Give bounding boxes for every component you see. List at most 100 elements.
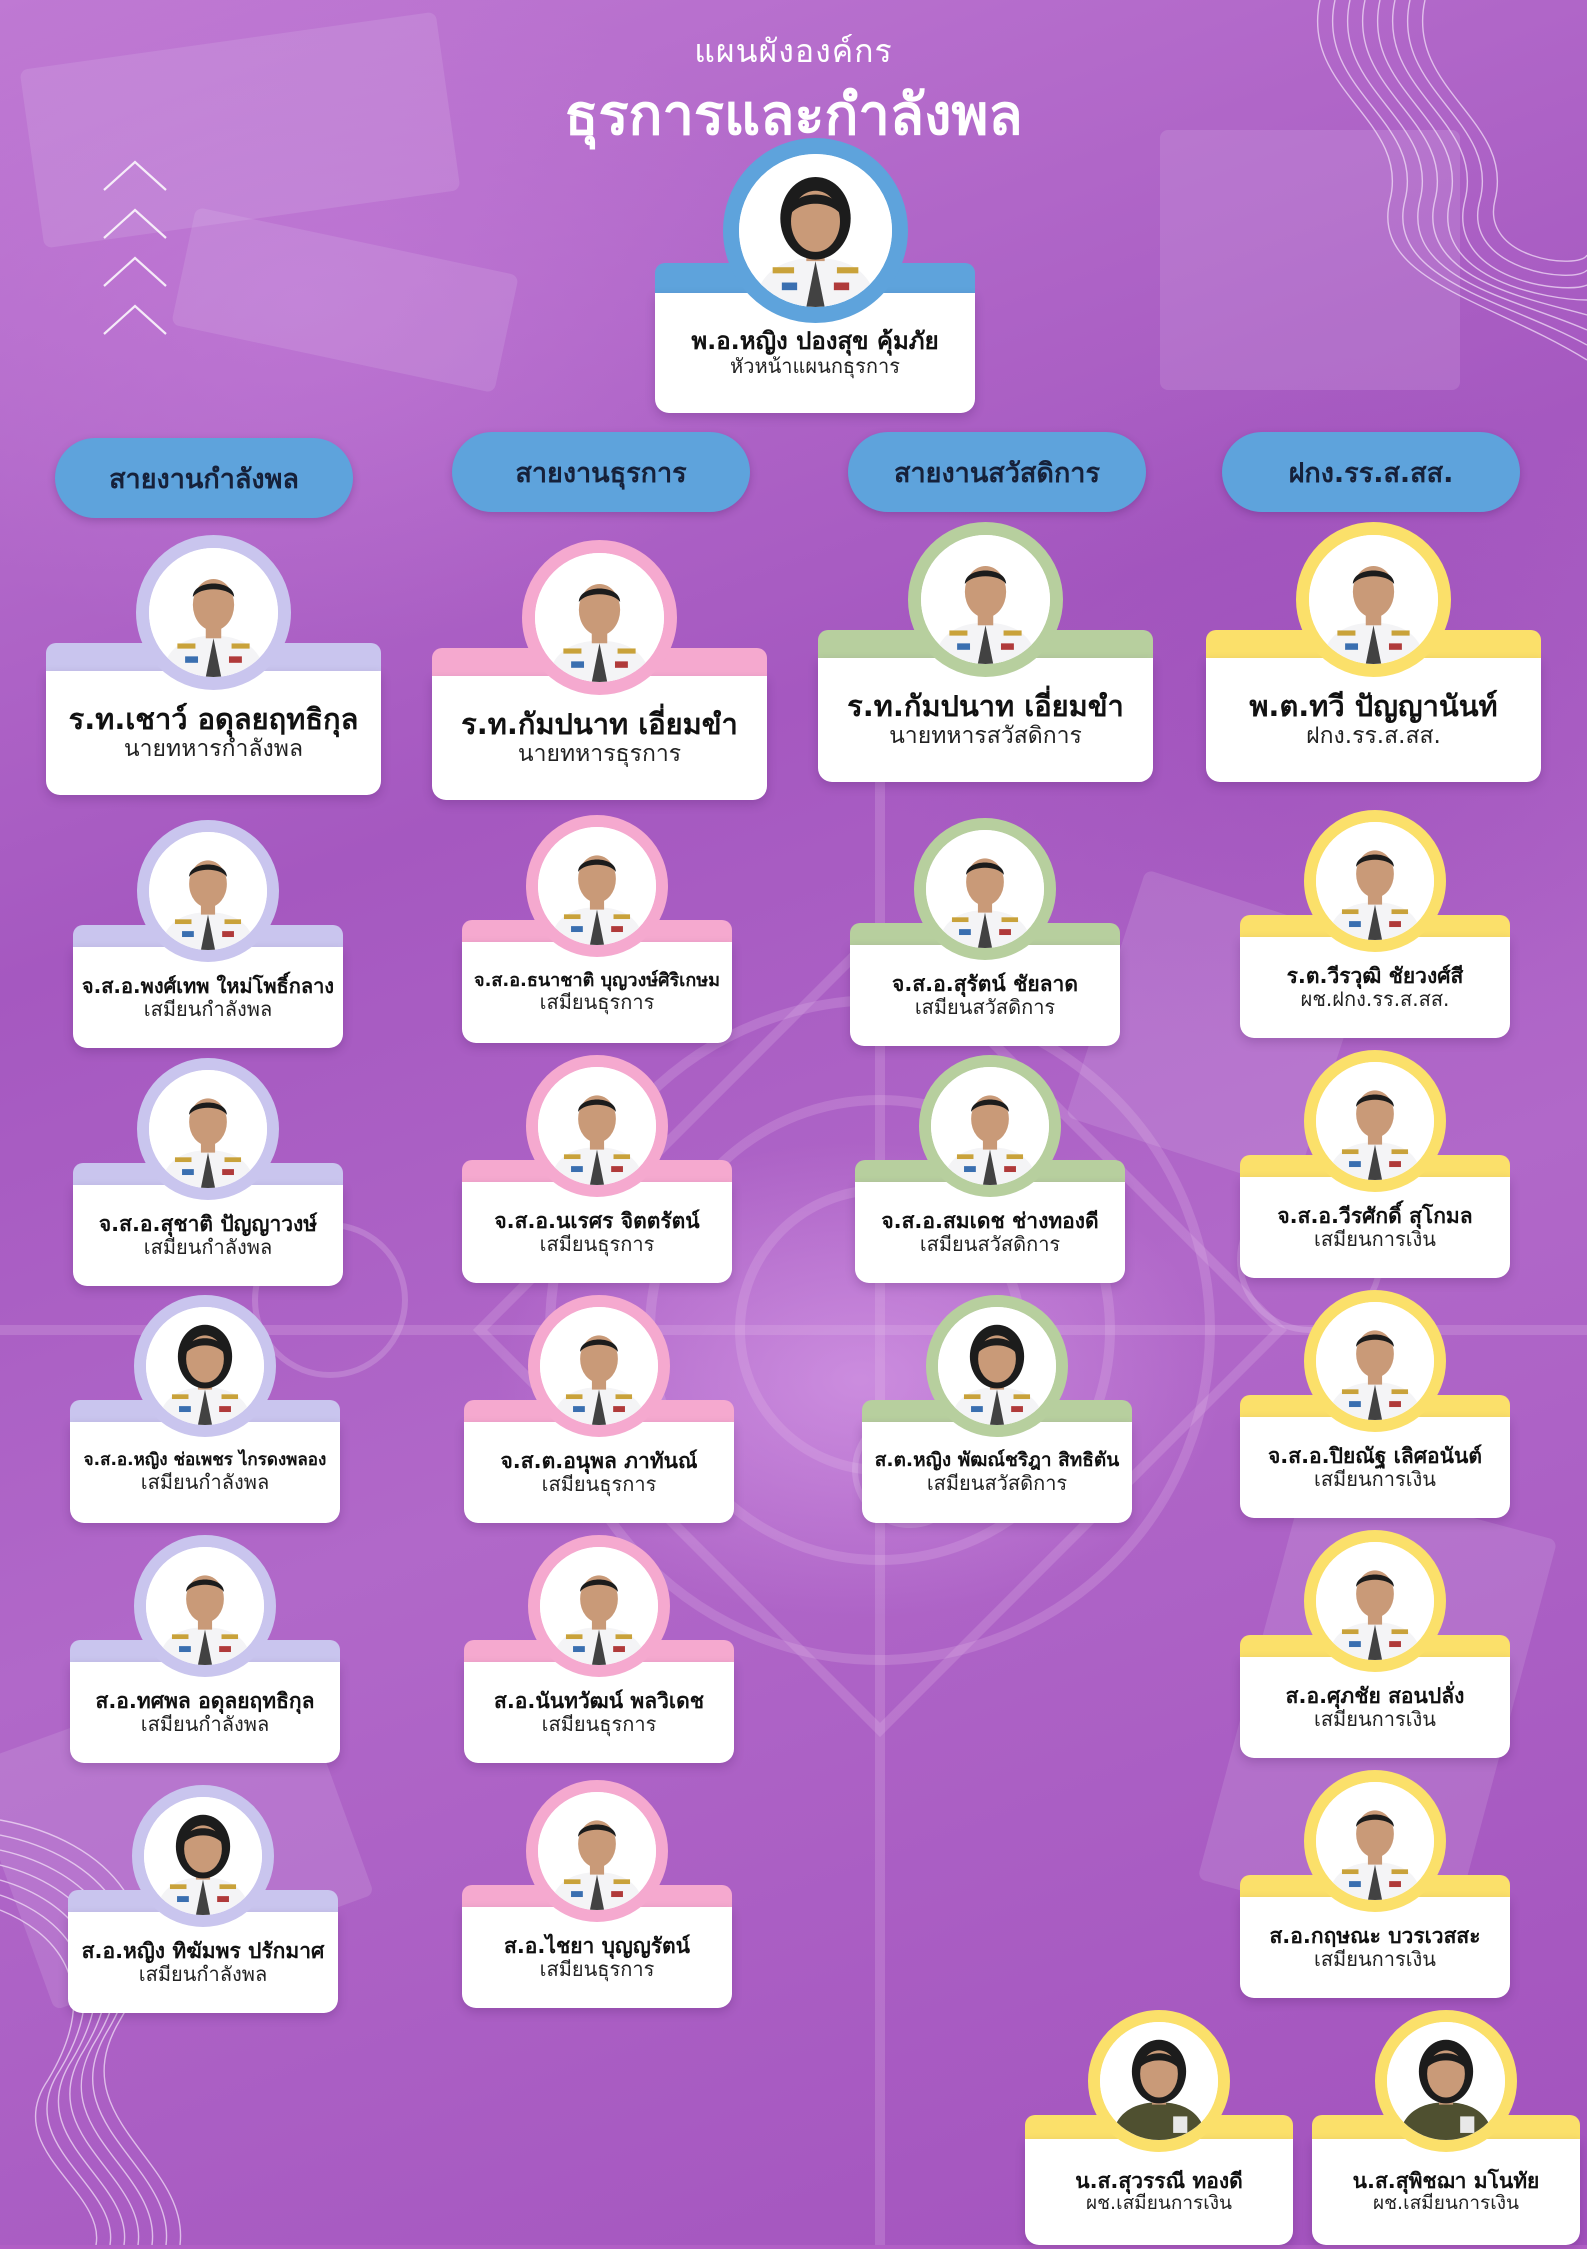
person-role: นายทหารธุรการ	[517, 741, 682, 768]
member-card: ส.อ.ไชยา บุญญรัตน์เสมียนธุรการ	[462, 1780, 732, 2008]
person-name: ร.ท.กัมปนาท เอี่ยมขำ	[461, 707, 738, 742]
person-name: น.ส.สุพิชฌา มโนทัย	[1352, 2169, 1540, 2193]
member-card: จ.ส.อ.พงศ์เทพ ใหม่โพธิ์กลางเสมียนกำลังพล	[73, 820, 343, 1048]
portrait-photo	[137, 820, 279, 962]
member-card: ร.ต.วีรวุฒิ ชัยวงศ์สีผช.ฝกง.รร.ส.สส.	[1240, 810, 1510, 1038]
person-name: จ.ส.อ.ธนาชาติ บุญวงษ์ศิริเกษม	[474, 969, 720, 991]
chart-subtitle: แผนผังองค์กร	[694, 32, 893, 70]
person-name: จ.ส.อ.นเรศร จิตตรัตน์	[494, 1208, 700, 1233]
portrait-photo	[528, 1535, 670, 1677]
portrait-photo	[1304, 810, 1446, 952]
person-role: เสมียนกำลังพล	[138, 1962, 268, 1987]
portrait-photo	[134, 1295, 276, 1437]
person-name: จ.ส.อ.สมเดช ช่างทองดี	[881, 1208, 1099, 1233]
portrait-photo	[137, 1058, 279, 1200]
person-role: เสมียนกำลังพล	[143, 996, 273, 1021]
person-role: หัวหน้าแผนกธุรการ	[730, 354, 900, 379]
section-label-3: สายงานสวัสดิการ	[848, 432, 1146, 512]
head-card: พ.อ.หญิง ปองสุข คุ้มภัยหัวหน้าแผนกธุรการ	[655, 138, 975, 413]
portrait-photo	[526, 1055, 668, 1197]
chart-title: ธุรการและกำลังพล	[564, 83, 1023, 148]
portrait-photo	[722, 138, 908, 323]
person-name: ส.อ.ไชยา บุญญรัตน์	[504, 1933, 690, 1958]
person-role: เสมียนสวัสดิการ	[919, 1232, 1061, 1257]
person-role: ผช.ฝกง.รร.ส.สส.	[1300, 987, 1450, 1012]
chevron-up-icon	[100, 150, 170, 350]
portrait-photo	[526, 815, 668, 957]
person-name: ส.อ.กฤษณะ บวรเวสสะ	[1269, 1923, 1481, 1948]
wave-lines-top-right	[1290, 0, 1587, 400]
section-label-4: ฝกง.รร.ส.สส.	[1222, 432, 1520, 512]
portrait-photo	[1304, 1770, 1446, 1912]
member-card: ส.ต.หญิง พัฒณ์ชริฎา สิทธิตันเสมียนสวัสดิ…	[862, 1295, 1132, 1523]
person-role: นายทหารกำลังพล	[123, 736, 304, 763]
portrait-photo	[1296, 522, 1451, 677]
member-card: จ.ส.อ.วีรศักดิ์ สุโกมลเสมียนการเงิน	[1240, 1050, 1510, 1278]
portrait-photo	[926, 1295, 1068, 1437]
person-name: ร.ต.วีรวุฒิ ชัยวงศ์สี	[1286, 963, 1464, 988]
person-role: เสมียนธุรการ	[541, 1472, 657, 1497]
portrait-photo	[914, 818, 1056, 960]
person-name: จ.ส.อ.สุรัตน์ ชัยลาด	[892, 971, 1078, 996]
lead-card: ร.ท.เชาว์ อดุลยฤทธิกุลนายทหารกำลังพล	[46, 535, 381, 795]
person-role: นายทหารสวัสดิการ	[889, 723, 1082, 750]
member-card: ส.อ.ทศพล อดุลยฤทธิกุลเสมียนกำลังพล	[70, 1535, 340, 1763]
lead-card: พ.ต.ทวี ปัญญานันท์ฝกง.รร.ส.สส.	[1206, 522, 1541, 782]
person-role: ฝกง.รร.ส.สส.	[1306, 723, 1441, 750]
member-card: จ.ส.อ.นเรศร จิตตรัตน์เสมียนธุรการ	[462, 1055, 732, 1283]
person-name: ส.อ.นันทวัฒน์ พลวิเดช	[494, 1688, 704, 1713]
person-role: เสมียนกำลังพล	[140, 1469, 270, 1494]
person-name: จ.ส.อ.สุชาติ ปัญญาวงษ์	[98, 1211, 318, 1236]
portrait-photo	[919, 1055, 1061, 1197]
person-name: ส.ต.หญิง พัฒณ์ชริฎา สิทธิตัน	[874, 1449, 1120, 1472]
person-role: เสมียนธุรการ	[539, 1957, 655, 1982]
person-role: เสมียนสวัสดิการ	[926, 1470, 1068, 1495]
section-label-1: สายงานกำลังพล	[55, 438, 353, 518]
portrait-photo	[132, 1785, 274, 1927]
person-role: เสมียนกำลังพล	[143, 1235, 273, 1260]
person-role: เสมียนธุรการ	[539, 1232, 655, 1257]
person-name: ส.อ.ทศพล อดุลยฤทธิกุล	[95, 1688, 315, 1713]
lead-card: ร.ท.กัมปนาท เอี่ยมขำนายทหารสวัสดิการ	[818, 522, 1153, 782]
lead-card: ร.ท.กัมปนาท เอี่ยมขำนายทหารธุรการ	[432, 540, 767, 800]
civilian-card: น.ส.สุวรรณี ทองดีผช.เสมียนการเงิน	[1025, 2010, 1293, 2245]
person-name: จ.ส.อ.หญิง ช่อเพชร ไกรดงพลอง	[83, 1450, 327, 1471]
person-role: เสมียนกำลังพล	[140, 1712, 270, 1737]
person-role: เสมียนการเงิน	[1314, 1707, 1436, 1732]
person-name: จ.ส.อ.ปิยณัฐ เลิศอนันต์	[1267, 1443, 1483, 1468]
person-name: จ.ส.อ.วีรศักดิ์ สุโกมล	[1277, 1203, 1473, 1228]
member-card: ส.อ.นันทวัฒน์ พลวิเดชเสมียนธุรการ	[464, 1535, 734, 1763]
person-name: ส.อ.หญิง ทิฆัมพร ปรักมาศ	[81, 1938, 325, 1963]
person-role: ผช.เสมียนการเงิน	[1373, 2192, 1519, 2215]
portrait-photo	[1375, 2010, 1517, 2152]
person-role: เสมียนการเงิน	[1314, 1227, 1436, 1252]
section-label-2: สายงานธุรการ	[452, 432, 750, 512]
person-name: ส.อ.ศุภชัย สอนปลั่ง	[1285, 1683, 1465, 1708]
person-name: พ.ต.ทวี ปัญญานันท์	[1249, 689, 1498, 724]
member-card: จ.ส.อ.สมเดช ช่างทองดีเสมียนสวัสดิการ	[855, 1055, 1125, 1283]
portrait-photo	[908, 522, 1063, 677]
civilian-card: น.ส.สุพิชฌา มโนทัยผช.เสมียนการเงิน	[1312, 2010, 1580, 2245]
wave-lines-bottom-left	[0, 1780, 230, 2246]
portrait-photo	[134, 1535, 276, 1677]
member-card: จ.ส.อ.ธนาชาติ บุญวงษ์ศิริเกษมเสมียนธุรกา…	[462, 815, 732, 1043]
portrait-photo	[136, 535, 291, 690]
portrait-photo	[1304, 1050, 1446, 1192]
person-role: เสมียนการเงิน	[1314, 1467, 1436, 1492]
member-card: ส.อ.หญิง ทิฆัมพร ปรักมาศเสมียนกำลังพล	[68, 1785, 338, 2013]
person-role: ผช.เสมียนการเงิน	[1086, 2192, 1232, 2215]
person-role: เสมียนธุรการ	[541, 1712, 657, 1737]
member-card: ส.อ.ศุภชัย สอนปลั่งเสมียนการเงิน	[1240, 1530, 1510, 1758]
member-card: จ.ส.อ.สุชาติ ปัญญาวงษ์เสมียนกำลังพล	[73, 1058, 343, 1286]
member-card: จ.ส.อ.หญิง ช่อเพชร ไกรดงพลองเสมียนกำลังพ…	[70, 1295, 340, 1523]
member-card: ส.อ.กฤษณะ บวรเวสสะเสมียนการเงิน	[1240, 1770, 1510, 1998]
person-role: เสมียนสวัสดิการ	[914, 995, 1056, 1020]
portrait-photo	[522, 540, 677, 695]
member-card: จ.ส.อ.สุรัตน์ ชัยลาดเสมียนสวัสดิการ	[850, 818, 1120, 1046]
person-name: จ.ส.อ.พงศ์เทพ ใหม่โพธิ์กลาง	[81, 973, 335, 998]
portrait-photo	[528, 1295, 670, 1437]
portrait-photo	[1088, 2010, 1230, 2152]
person-name: พ.อ.หญิง ปองสุข คุ้มภัย	[691, 326, 939, 355]
person-name: ร.ท.เชาว์ อดุลยฤทธิกุล	[68, 702, 359, 737]
person-name: ร.ท.กัมปนาท เอี่ยมขำ	[847, 689, 1124, 724]
